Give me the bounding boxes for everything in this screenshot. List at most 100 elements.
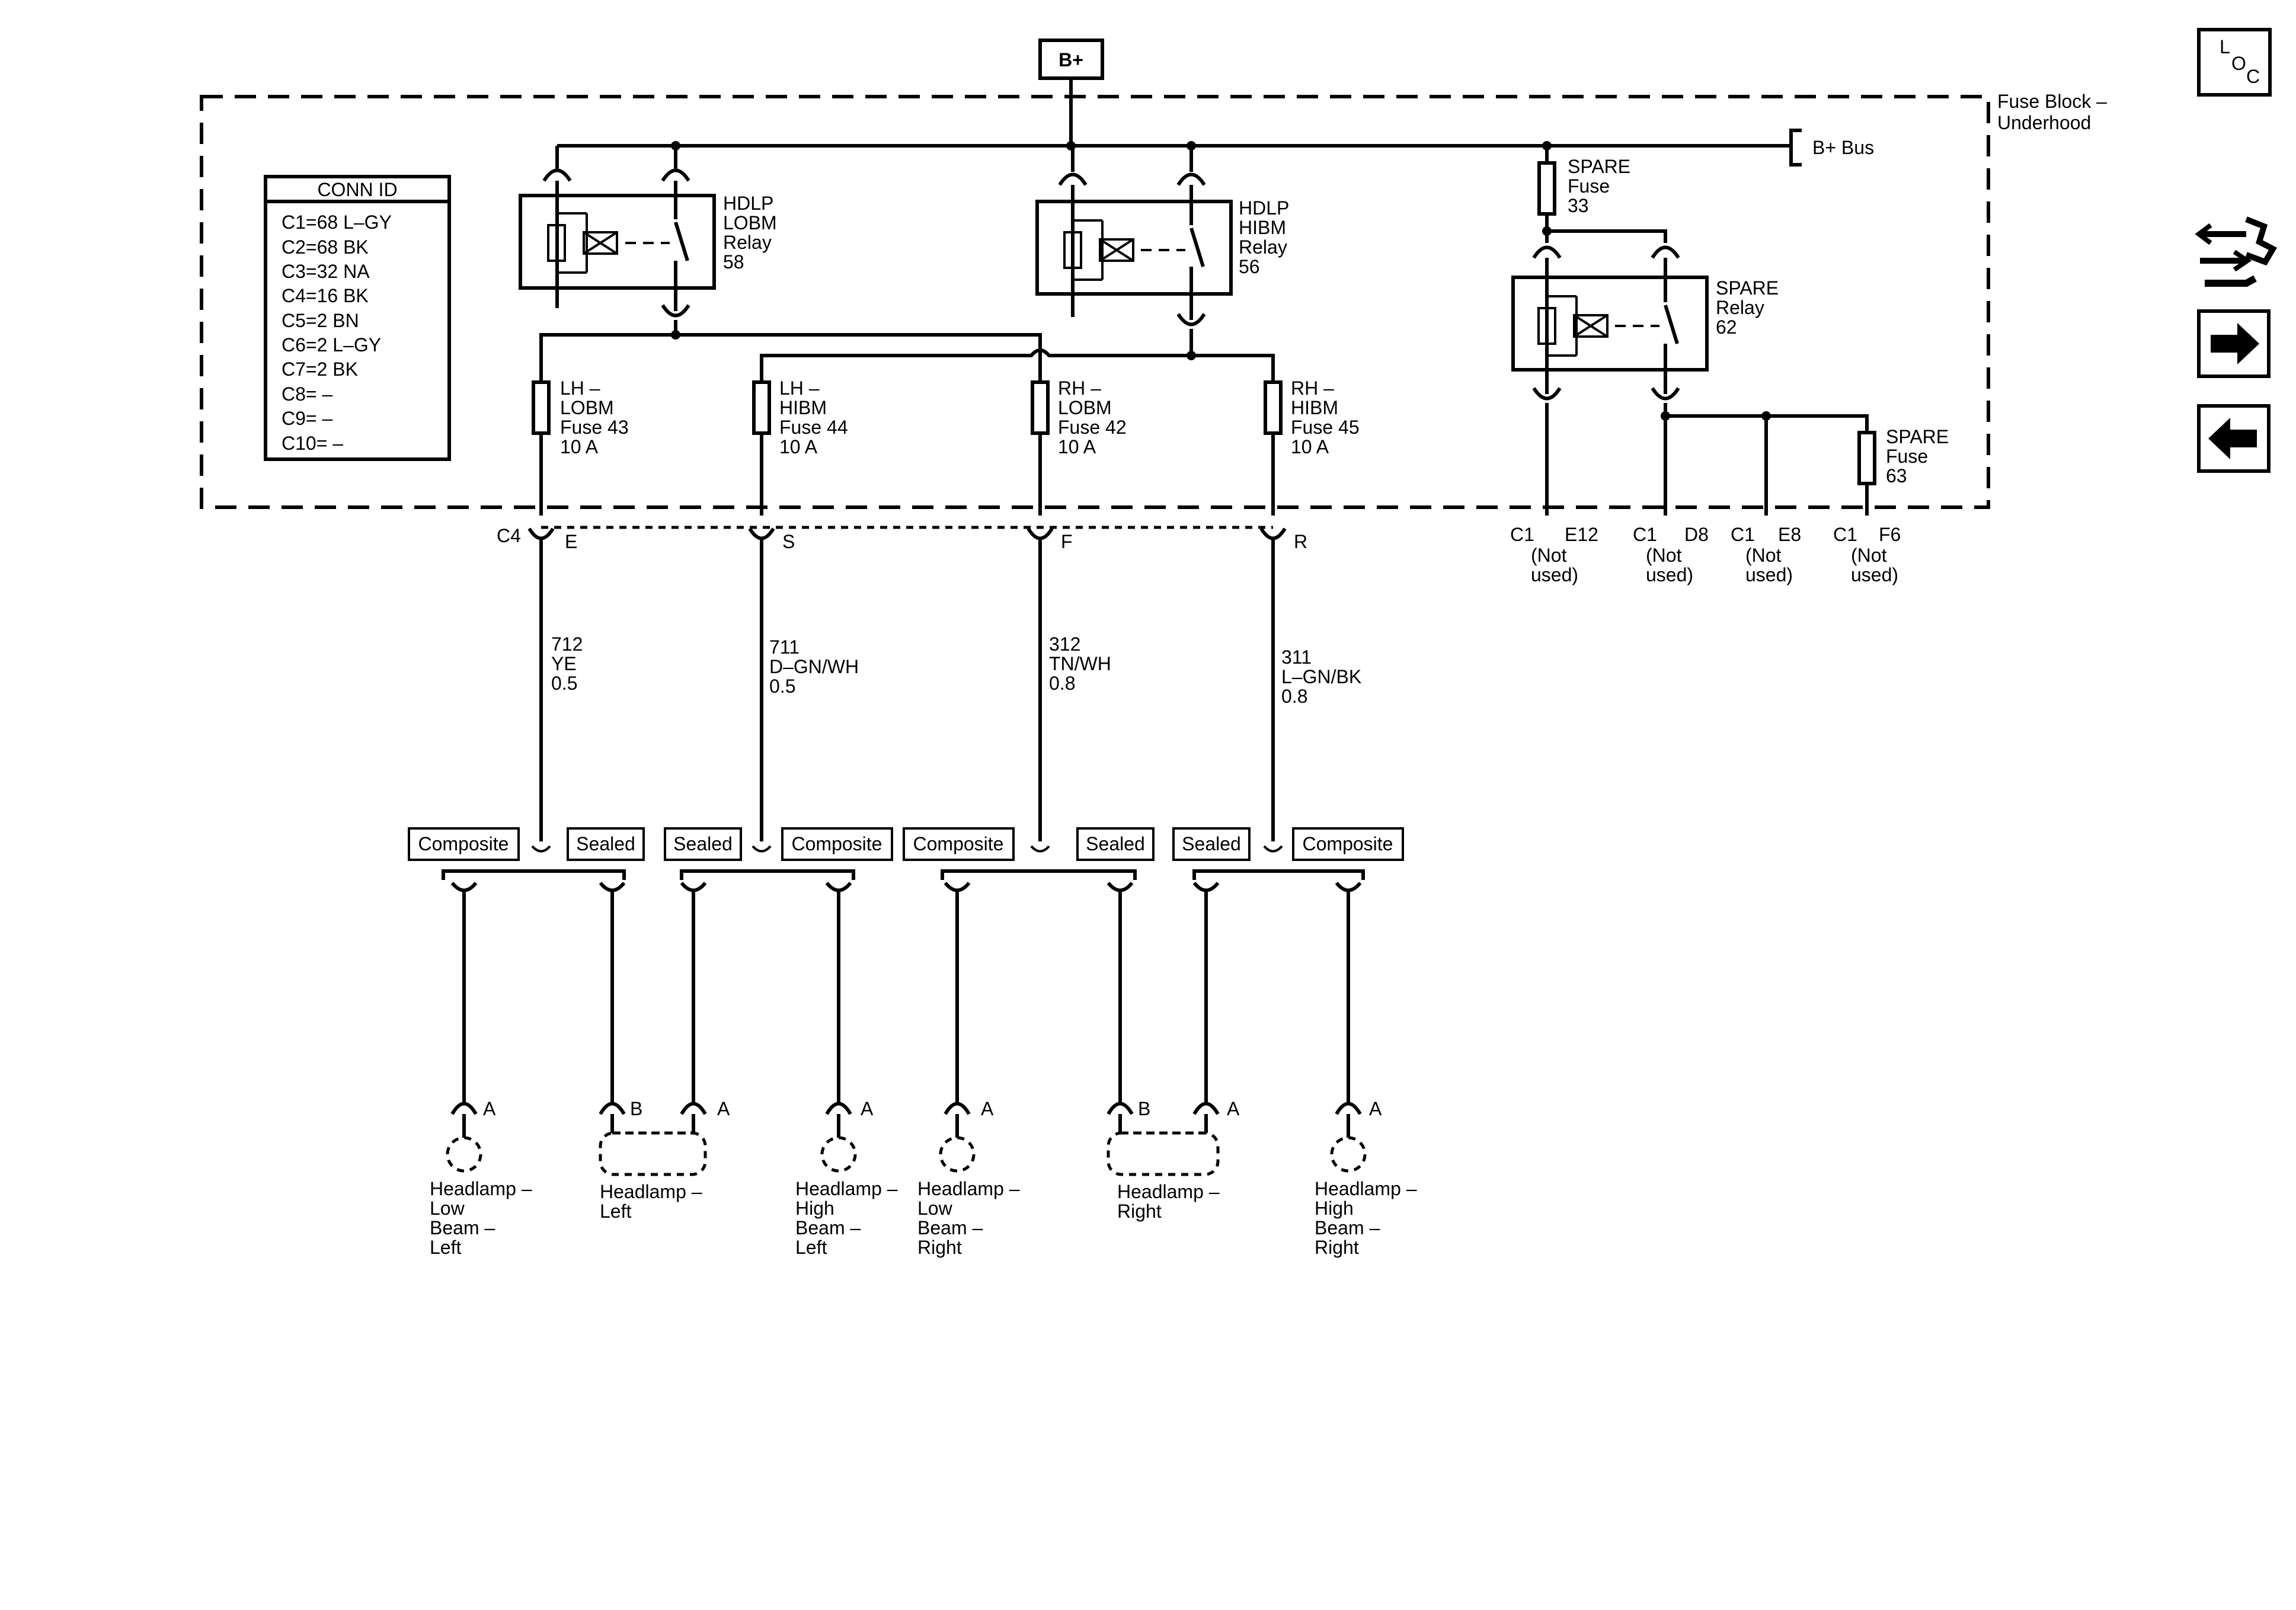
lamp-label: Left: [600, 1201, 631, 1222]
headlamp-high-beam-right: A Headlamp – High Beam – Right: [1315, 1098, 1417, 1258]
lamp-label: Right: [917, 1237, 962, 1258]
option-branches: [442, 845, 1365, 892]
fuse-label: HIBM: [1291, 397, 1338, 418]
previous-page-button[interactable]: [2197, 404, 2271, 473]
wire-size: 0.8: [1281, 686, 1307, 707]
fuse-rh-hibm: RH – HIBM Fuse 45 10 A: [1264, 377, 1360, 516]
wire-711: 711 D–GN/WH 0.5: [760, 539, 859, 841]
conn-id-table: CONN ID C1=68 L–GY C2=68 BK C3=32 NA C4=…: [264, 175, 451, 461]
c1-note: used): [1851, 564, 1898, 585]
relay-spare-label: Relay: [1716, 297, 1764, 318]
splice-dot: [1542, 226, 1552, 236]
loc-letter-o: O: [2231, 53, 2246, 74]
wire-circuit: 712: [551, 633, 583, 655]
lamp-label: Right: [1117, 1201, 1162, 1222]
headlamp-right: B A Headlamp – Right: [1107, 1098, 1240, 1222]
c1-note: (Not: [1745, 545, 1782, 566]
spare-fuse-63-label: 63: [1886, 465, 1907, 486]
option-composite-label: Composite: [418, 833, 509, 854]
relay-spare-62: SPARE Relay 62: [1511, 245, 1869, 516]
c4-pin-label: F: [1061, 531, 1073, 552]
c1-conn-label: C1: [1633, 524, 1657, 545]
fuse-label: 10 A: [1058, 436, 1096, 457]
c1-note: used): [1745, 564, 1793, 585]
lamp-label: Beam –: [917, 1217, 983, 1238]
relay-lobm-label: Relay: [723, 232, 772, 253]
fuse-block-label-2: Underhood: [1997, 112, 2091, 133]
bplus-label: B+: [1059, 49, 1083, 71]
lamp-label: Headlamp –: [430, 1178, 532, 1199]
fuse-label: Fuse 45: [1291, 417, 1360, 438]
c1-pin-label: E12: [1565, 524, 1598, 545]
lamp-label: Beam –: [430, 1217, 495, 1238]
conn-id-row: C3=32 NA: [282, 261, 370, 282]
arrow-right-icon: [2211, 323, 2259, 364]
fuse-label: LH –: [560, 377, 600, 399]
c4-pin-label: E: [565, 531, 577, 552]
bplus-bus-label: B+ Bus: [1812, 137, 1874, 158]
connector-swap-icon: [2195, 216, 2277, 287]
c1-pin-label: F6: [1879, 524, 1901, 545]
lamp-pin-label: B: [1138, 1098, 1150, 1119]
wire-color: YE: [551, 653, 577, 674]
wire-color: L–GN/BK: [1281, 666, 1361, 687]
fuse-label: RH –: [1058, 377, 1101, 399]
relay-spare-label: SPARE: [1716, 277, 1779, 299]
lamp-pin-label: A: [981, 1098, 994, 1119]
splice-dot: [1661, 411, 1670, 421]
headlamp-low-beam-left: A Headlamp – Low Beam – Left: [430, 1098, 532, 1258]
lamp-label: Right: [1315, 1237, 1359, 1258]
option-labels: Composite Sealed Sealed Composite Compos…: [408, 827, 1404, 861]
fuse-rh-lobm: RH – LOBM Fuse 42 10 A: [1031, 377, 1127, 516]
lamp-pin-label: A: [1369, 1098, 1382, 1119]
fuse-lh-lobm: LH – LOBM Fuse 43 10 A: [532, 377, 629, 516]
next-page-button[interactable]: [2197, 309, 2271, 378]
connector-c1-pins: C1 E12 (Not used) C1 D8 (Not used) C1 E8…: [1510, 524, 1901, 585]
conn-id-row: C8= –: [282, 383, 332, 405]
wire-color: D–GN/WH: [769, 656, 859, 677]
c1-note: (Not: [1851, 545, 1887, 566]
conn-id-row: C2=68 BK: [282, 236, 369, 258]
relay-hibm-label: HIBM: [1239, 217, 1286, 238]
lamp-pin-label: B: [630, 1098, 642, 1119]
option-composite-label: Composite: [792, 833, 882, 854]
fuse-label: 10 A: [560, 436, 599, 457]
lamp-label: Low: [917, 1198, 953, 1219]
fuse-feed-buses: [539, 330, 1275, 382]
c1-note: used): [1646, 564, 1693, 585]
bplus-supply: B+: [1038, 39, 1104, 146]
option-sealed-label: Sealed: [1086, 833, 1145, 854]
relay-lobm-label: HDLP: [723, 193, 773, 214]
c1-pin-label: E8: [1778, 524, 1801, 545]
splice-dot: [1187, 351, 1196, 360]
wire-color: TN/WH: [1049, 653, 1111, 674]
c4-label: C4: [497, 525, 521, 546]
conn-id-row: C4=16 BK: [282, 285, 369, 306]
fuse-label: Fuse 42: [1058, 417, 1127, 438]
c1-pin-label: D8: [1684, 524, 1709, 545]
loc-letter-c: C: [2246, 66, 2260, 87]
fuse-label: Fuse 44: [779, 417, 848, 438]
conn-id-row: C9= –: [282, 408, 332, 429]
c1-note: used): [1531, 564, 1578, 585]
loc-button[interactable]: L O C: [2197, 28, 2272, 97]
bplus-bus: B+ Bus: [557, 129, 1874, 167]
wire-size: 0.5: [769, 676, 795, 697]
lamp-label: Beam –: [1315, 1217, 1380, 1238]
loc-letter-l: L: [2220, 36, 2230, 57]
c4-pin-label: R: [1294, 531, 1307, 552]
fuse-label: 10 A: [779, 436, 818, 457]
splice-dot: [1761, 411, 1771, 421]
spare-fuse-33-label: 33: [1568, 195, 1589, 216]
spare-fuse-63-label: Fuse: [1886, 446, 1928, 467]
wire-312: 312 TN/WH 0.8: [1038, 539, 1111, 841]
connector-view-button[interactable]: [2195, 216, 2277, 287]
wire-circuit: 311: [1281, 646, 1312, 668]
c1-conn-label: C1: [1833, 524, 1857, 545]
conn-id-row: C1=68 L–GY: [282, 212, 392, 233]
fuse-lh-hibm: LH – HIBM Fuse 44 10 A: [752, 377, 848, 516]
headlamp-left: B A Headlamp – Left: [599, 1098, 730, 1222]
lamp-label: High: [795, 1198, 834, 1219]
relay-hibm-label: HDLP: [1239, 197, 1289, 219]
